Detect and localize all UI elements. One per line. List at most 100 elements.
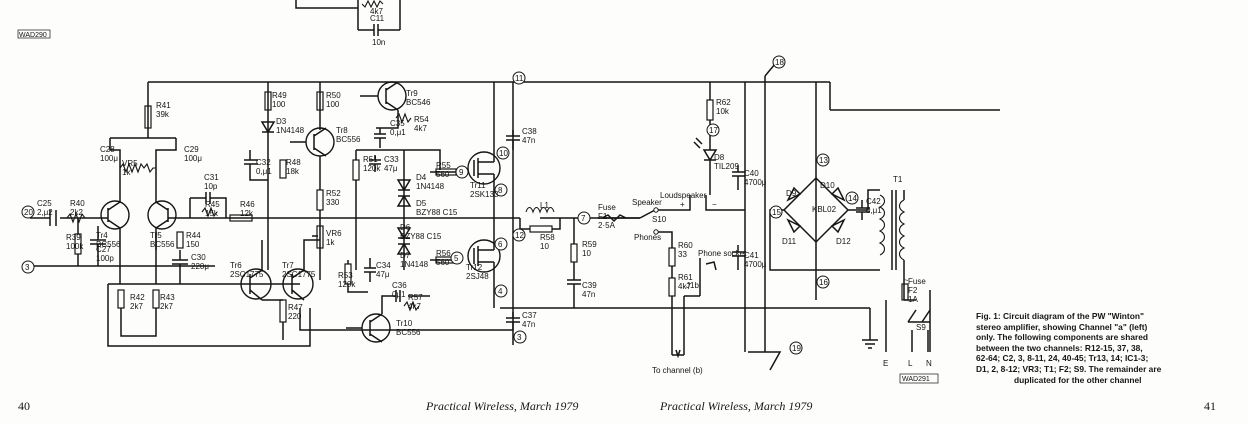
label-bridge: KBL02 — [812, 205, 837, 214]
svg-text:3: 3 — [25, 263, 30, 272]
svg-text:4: 4 — [498, 287, 503, 296]
label-d10: D10 — [820, 181, 835, 190]
node-19: 19 — [789, 341, 803, 355]
frag-c-value: 10n — [372, 38, 385, 47]
publication-left: Practical Wireless, March 1979 — [426, 399, 579, 413]
svg-text:10: 10 — [499, 149, 508, 158]
svg-text:16: 16 — [819, 278, 828, 287]
node-5: 5 — [450, 251, 464, 265]
svg-text:7: 7 — [581, 214, 586, 223]
to-channel-b-label: To channel (b) — [652, 366, 703, 375]
svg-text:11: 11 — [515, 74, 524, 83]
misc-labels: Speaker Loudspeaker + − Phones Phone soc… — [632, 191, 939, 384]
caption-line: Fig. 1: Circuit diagram of the PW "Winto… — [976, 311, 1144, 321]
label-l1: L1 — [540, 201, 549, 210]
svg-text:14: 14 — [848, 194, 857, 203]
node-20: 20 — [21, 205, 35, 219]
node-13: 13 — [816, 153, 830, 167]
label-j1b: J1b — [686, 281, 699, 290]
page-number-left: 40 — [18, 399, 30, 413]
power-supply — [693, 82, 1000, 352]
output-stage — [352, 81, 520, 330]
page-number-right: 41 — [1204, 399, 1216, 413]
svg-text:17: 17 — [709, 126, 718, 135]
svg-text:8: 8 — [498, 186, 503, 195]
node-8: 8 — [494, 183, 508, 197]
svg-text:6: 6 — [498, 240, 503, 249]
label-s10: S10 — [652, 215, 667, 224]
svg-text:18: 18 — [775, 58, 784, 67]
label-s9: S9 — [916, 323, 926, 332]
label-d11: D11 — [782, 237, 797, 246]
publication-right: Practical Wireless, March 1979 — [660, 399, 813, 413]
output-network — [519, 195, 745, 359]
plus-label: + — [680, 200, 685, 209]
svg-text:19: 19 — [792, 344, 801, 353]
caption-line: between the two channels: R12-15, 37, 38… — [976, 342, 1143, 353]
label-t1: T1 — [893, 175, 903, 184]
earth-label: E — [883, 359, 888, 368]
caption-line: duplicated for the other channel — [1014, 374, 1142, 385]
node-16: 16 — [816, 275, 830, 289]
node-17: 17 — [706, 123, 720, 137]
svg-text:5: 5 — [454, 254, 459, 263]
node-14: 14 — [845, 191, 859, 205]
svg-text:20: 20 — [24, 208, 33, 217]
node-6: 6 — [494, 237, 508, 251]
input-stage — [49, 105, 300, 337]
minus-label: − — [712, 200, 717, 209]
node-3b: 3 — [21, 260, 35, 274]
caption-line: only. The following components are share… — [976, 332, 1149, 343]
tilde-label: ~ — [904, 276, 909, 285]
node-9: 9 — [455, 165, 469, 179]
label-d9: D9 — [786, 189, 797, 198]
svg-text:13: 13 — [819, 156, 828, 165]
svg-text:12: 12 — [515, 231, 524, 240]
node-3: 3 — [513, 330, 527, 344]
